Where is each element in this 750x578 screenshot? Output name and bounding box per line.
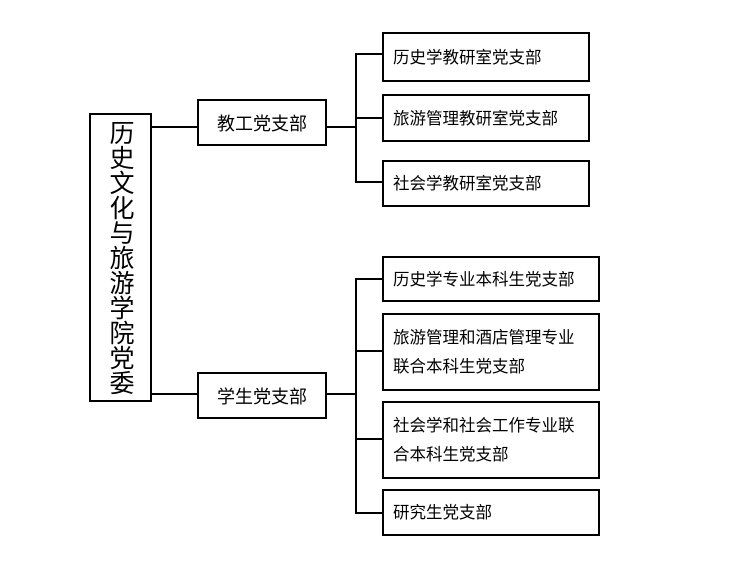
connector-staff-child-1 [355,53,384,55]
connector-student-horizontal [327,393,357,395]
connector-root-to-staff [152,126,198,128]
branch-staff-label: 教工党支部 [217,113,307,135]
leaf-sociology-teaching-branch: 社会学教研室党支部 [382,160,590,207]
root-node: 历史文化与旅游学院党委 [89,113,152,402]
branch-student-label: 学生党支部 [217,386,307,408]
leaf-label-line-2: 合本科生党支部 [393,445,509,464]
leaf-label: 社会学教研室党支部 [393,174,542,193]
connector-student-child-4 [355,512,384,514]
connector-staff-child-3 [355,181,384,183]
connector-staff-horizontal [327,126,357,128]
leaf-label: 历史学专业本科生党支部 [393,269,575,289]
leaf-tourism-hotel-undergrad-branch: 旅游管理和酒店管理专业 联合本科生党支部 [382,313,600,391]
connector-student-child-1 [355,278,384,280]
leaf-tourism-teaching-branch: 旅游管理教研室党支部 [382,94,590,142]
leaf-label: 研究生党支部 [393,503,492,522]
leaf-history-undergrad-branch: 历史学专业本科生党支部 [382,256,600,302]
connector-student-child-2 [355,350,384,352]
branch-staff-party-branch: 教工党支部 [197,99,327,146]
leaf-label-line-1: 社会学和社会工作专业联 [393,416,575,435]
leaf-multiline-label: 社会学和社会工作专业联 合本科生党支部 [393,411,575,469]
leaf-graduate-branch: 研究生党支部 [382,489,600,536]
leaf-label-line-2: 联合本科生党支部 [393,357,525,376]
connector-student-vertical [355,278,357,514]
connector-student-child-3 [355,438,384,440]
root-node-label: 历史文化与旅游学院党委 [106,120,135,395]
leaf-history-teaching-branch: 历史学教研室党支部 [382,32,590,82]
leaf-sociology-socialwork-undergrad-branch: 社会学和社会工作专业联 合本科生党支部 [382,401,600,479]
leaf-label: 历史学教研室党支部 [393,47,542,67]
branch-student-party-branch: 学生党支部 [197,372,327,419]
leaf-multiline-label: 旅游管理和酒店管理专业 联合本科生党支部 [393,323,575,381]
leaf-label-line-1: 旅游管理和酒店管理专业 [393,328,575,347]
leaf-label: 旅游管理教研室党支部 [393,108,558,128]
connector-staff-child-2 [355,117,384,119]
connector-root-to-student [152,393,198,395]
